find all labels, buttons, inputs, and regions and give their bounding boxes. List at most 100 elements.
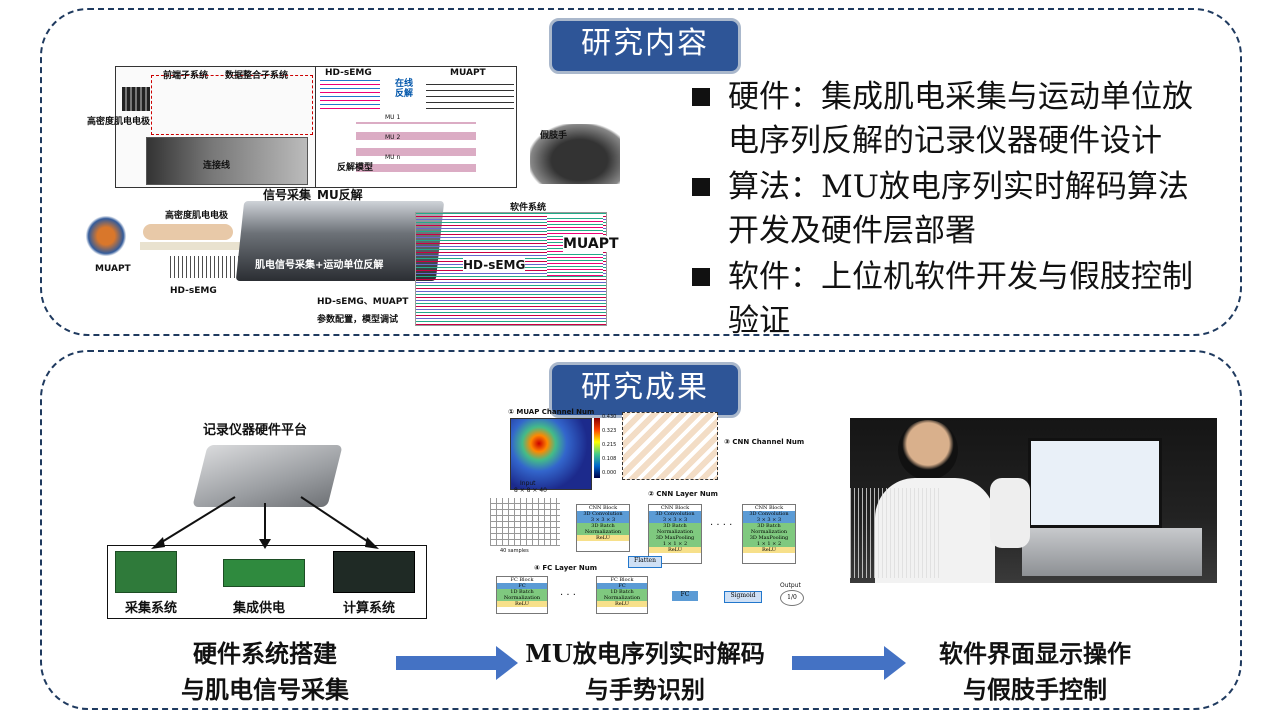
cb-3: 0.215 <box>602 442 617 448</box>
network-figure: ① MUAP Channel Num 0.430 0.323 0.215 0.1… <box>480 408 820 622</box>
experiment-photo <box>850 418 1217 583</box>
monitor <box>1028 438 1162 528</box>
fc-block-2: FC Block FC 1D Batch Normalization ReLU <box>596 576 648 614</box>
ellipsis-1: · · · · <box>710 520 733 531</box>
content-bullets: 硬件：集成肌电采集与运动单位放 电序列反解的记录仪器硬件设计 算法：MU放电序列… <box>690 75 1230 345</box>
prosthesis-hand <box>530 124 620 184</box>
input-label: Input <box>520 480 536 487</box>
mun-label: MU n <box>385 154 401 161</box>
board-power-label: 集成供电 <box>233 601 286 616</box>
muapt-top-label: MUAPT <box>450 68 486 78</box>
board-acq-label: 采集系统 <box>125 601 178 616</box>
cb-4: 0.108 <box>602 456 617 462</box>
square-bullet-icon <box>692 88 710 106</box>
muapt-sw-label: MUAPT <box>563 236 619 252</box>
conv-layer: 3D Convolution <box>743 511 795 517</box>
caption-software-line1: 软件界面显示操作 <box>939 639 1131 668</box>
caption-decoding-line2: 与手势识别 <box>585 675 705 704</box>
relu-layer: ReLU <box>743 547 795 553</box>
research-content-figure: 前端子系统 数据整合子系统 高密度肌电电极 连接线 HD-sEMG MUAPT … <box>85 66 655 328</box>
caption-decoding: MU放电序列实时解码 与手势识别 <box>495 636 795 708</box>
muapt-traces <box>426 79 514 109</box>
board-compute <box>333 551 415 593</box>
hdsemg-traces <box>320 79 380 109</box>
output2-label: 参数配置，模型调试 <box>317 315 399 325</box>
flow-arrow-right-icon <box>396 646 518 680</box>
person <box>898 420 958 480</box>
subsystem-box <box>151 75 313 135</box>
mu-inverse-label: MU反解 <box>317 188 363 202</box>
electrode-label: 高密度肌电电极 <box>87 117 151 127</box>
electrode-grid <box>122 87 150 111</box>
prosthetic-arm <box>990 478 1030 548</box>
conv-kernel: 3 × 3 × 3 <box>649 517 701 523</box>
bullet-software-line1: 软件：上位机软件开发与假肢控制 <box>728 259 1193 295</box>
pool-kernel: 1 × 1 × 2 <box>743 541 795 547</box>
conv-layer: 3D Convolution <box>577 511 629 517</box>
board-power <box>223 559 305 587</box>
ch-num-label: ① MUAP Channel Num <box>508 408 595 416</box>
recorder-device <box>1022 528 1202 576</box>
layer-num-label: ② CNN Layer Num <box>648 490 718 498</box>
relu-layer: ReLU <box>577 535 629 541</box>
input-dim-label: 8 × 8 × 40 <box>514 487 547 494</box>
pre-subsystem-label: 前端子系统 <box>163 71 209 81</box>
online-label: 在线 <box>395 79 414 89</box>
cnn-block-2: CNN Block 3D Convolution 3 × 3 × 3 3D Ba… <box>648 504 702 564</box>
relu-layer: ReLU <box>649 547 701 553</box>
signal-overlay <box>850 488 940 578</box>
pool-layer: 3D MaxPooling <box>649 535 701 541</box>
hw-arrows <box>151 496 379 549</box>
research-content-panel <box>40 8 1242 336</box>
conv-kernel: 3 × 3 × 3 <box>743 517 795 523</box>
relu-layer: ReLU <box>497 601 547 607</box>
conv-layer: 3D Convolution <box>649 511 701 517</box>
device-label: 肌电信号采集+运动单位反解 <box>255 260 384 271</box>
bn-layer: 3D Batch Normalization <box>649 523 701 535</box>
fc-final: FC <box>672 591 698 601</box>
bullet-hardware: 硬件：集成肌电采集与运动单位放 电序列反解的记录仪器硬件设计 <box>690 75 1230 163</box>
caption-hardware-line1: 硬件系统搭建 <box>193 639 337 668</box>
model-boxes <box>356 122 476 172</box>
cb-1: 0.430 <box>602 414 617 420</box>
software-label: 软件系统 <box>510 203 547 213</box>
fc-block-title: FC Block <box>510 577 534 583</box>
bullet-software-line2: 验证 <box>728 303 790 339</box>
mu2-label: MU 2 <box>385 134 401 141</box>
fc-block-1: FC Block FC 1D Batch Normalization ReLU <box>496 576 548 614</box>
samples-label: 40 samples <box>500 548 529 554</box>
hw-title: 记录仪器硬件平台 <box>203 423 308 438</box>
board-compute-label: 计算系统 <box>343 601 396 616</box>
cnn-channel-box <box>622 412 718 480</box>
sigmoid-box: Sigmoid <box>724 591 762 603</box>
fc-layer: FC <box>497 583 547 589</box>
fc-layer: FC <box>597 583 647 589</box>
bn-layer: 3D Batch Normalization <box>577 523 629 535</box>
cnn-block-title: CNN Block <box>754 505 784 511</box>
flow-arrow <box>140 242 240 250</box>
mu-inverse-block <box>315 66 517 188</box>
input-cube <box>490 498 560 546</box>
bullet-algorithm: 算法：MU放电序列实时解码算法 开发及硬件层部署 <box>690 165 1230 253</box>
research-results-panel <box>40 350 1242 710</box>
relu-layer: ReLU <box>597 601 647 607</box>
research-content-title: 研究内容 <box>549 18 741 74</box>
bullet-hardware-line2: 电序列反解的记录仪器硬件设计 <box>728 123 1162 159</box>
bn1-layer: 1D Batch Normalization <box>597 589 647 601</box>
frontend-block <box>115 66 317 188</box>
muapt-left-label: MUAPT <box>95 264 131 274</box>
cb-2: 0.323 <box>602 428 617 434</box>
pool-kernel: 1 × 1 × 2 <box>649 541 701 547</box>
arm-image <box>143 224 233 240</box>
signal-acq-label: 信号采集 <box>263 188 312 202</box>
colorbar <box>594 418 600 478</box>
output-circle: 1/0 <box>780 590 804 606</box>
heatmap <box>510 418 592 490</box>
bn-layer: 3D Batch Normalization <box>743 523 795 535</box>
cb-5: 0.000 <box>602 470 617 476</box>
bullet-algorithm-line2: 开发及硬件层部署 <box>728 213 976 249</box>
board-acq <box>115 551 177 593</box>
flow-arrow-right-icon <box>792 646 906 680</box>
fc-num-label: ④ FC Layer Num <box>534 564 598 572</box>
electrode2-label: 高密度肌电电极 <box>165 211 229 221</box>
